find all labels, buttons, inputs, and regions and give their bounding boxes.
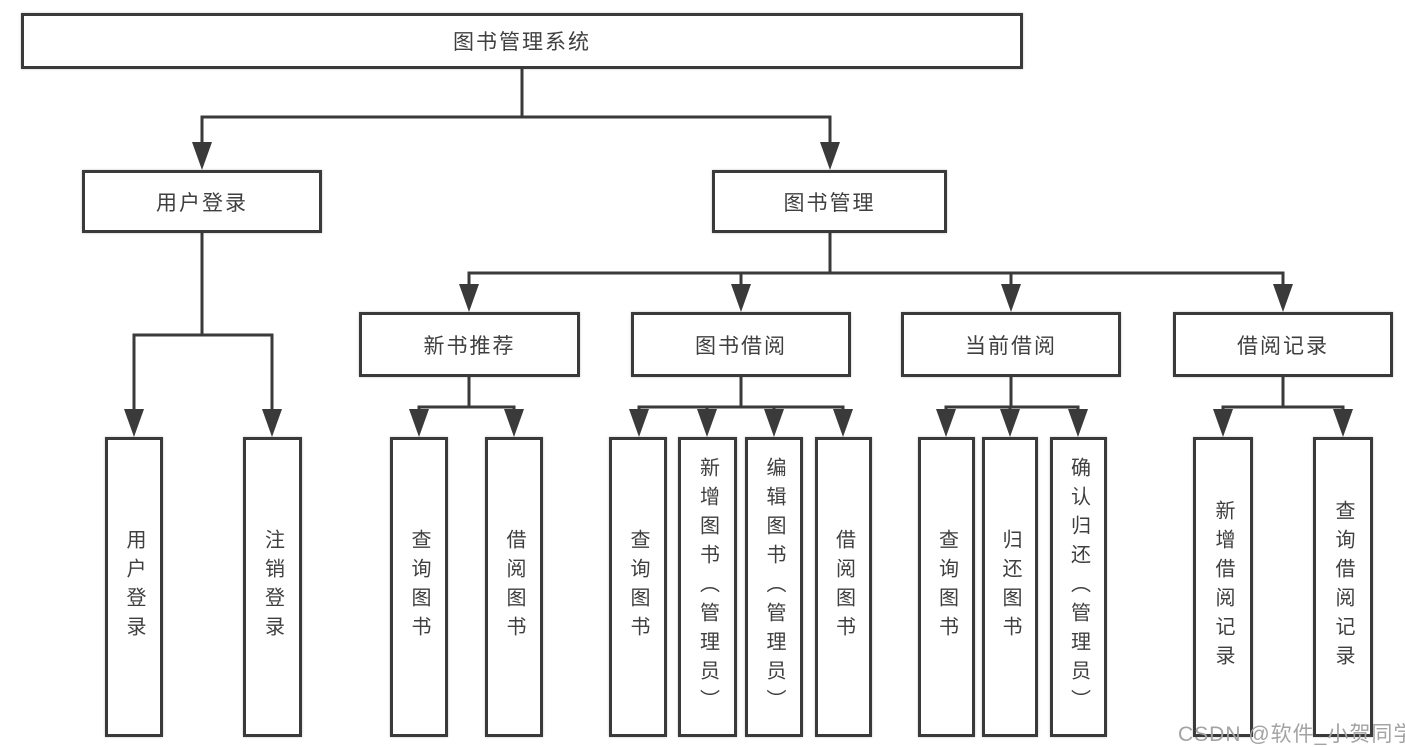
leaf-add-borrow-record-label: 新增借阅记录 — [1212, 500, 1234, 674]
leaf-borrow-books-recommend: 借阅图书 — [485, 437, 543, 737]
arrowhead-icons — [124, 142, 1353, 437]
node-book-management: 图书管理 — [712, 170, 947, 233]
leaf-query-books-current: 查询图书 — [918, 437, 975, 737]
leaf-query-borrow-record-label: 查询借阅记录 — [1332, 500, 1354, 674]
leaf-query-books-recommend: 查询图书 — [390, 437, 448, 737]
node-book-borrowing-label: 图书借阅 — [695, 334, 787, 358]
leaf-logout-login-label: 注销登录 — [261, 529, 284, 645]
leaf-query-books-recommend-label: 查询图书 — [408, 529, 430, 645]
node-current-borrowing: 当前借阅 — [901, 312, 1121, 377]
leaf-query-books-borrowing-label: 查询图书 — [627, 529, 649, 645]
leaf-query-borrow-record: 查询借阅记录 — [1313, 437, 1373, 737]
leaf-confirm-return-admin-label: 确认归还（管理员） — [1067, 456, 1090, 718]
leaf-add-books-admin: 新增图书（管理员） — [678, 437, 737, 737]
node-new-book-recommendation-label: 新书推荐 — [423, 334, 516, 358]
leaf-borrow-books-borrowing-label: 借阅图书 — [832, 529, 855, 645]
node-borrowing-records-label: 借阅记录 — [1237, 334, 1329, 358]
node-book-borrowing: 图书借阅 — [631, 312, 851, 377]
leaf-add-borrow-record: 新增借阅记录 — [1193, 437, 1253, 737]
leaf-return-books: 归还图书 — [982, 437, 1038, 737]
leaf-edit-books-admin-label: 编辑图书（管理员） — [763, 456, 785, 718]
leaf-user-login: 用户登录 — [105, 437, 163, 737]
node-new-book-recommendation: 新书推荐 — [359, 312, 580, 377]
node-current-borrowing-label: 当前借阅 — [965, 334, 1057, 358]
leaf-add-books-admin-label: 新增图书（管理员） — [696, 456, 719, 718]
node-user-login: 用户登录 — [82, 170, 322, 233]
leaf-borrow-books-borrowing: 借阅图书 — [815, 437, 872, 737]
leaf-logout-login: 注销登录 — [243, 437, 302, 737]
leaf-edit-books-admin: 编辑图书（管理员） — [745, 437, 803, 737]
node-root-system-label: 图书管理系统 — [453, 31, 591, 54]
watermark: CSDN @软件_小贺同学 — [1178, 723, 1405, 746]
leaf-query-books-current-label: 查询图书 — [935, 529, 958, 645]
node-user-login-label: 用户登录 — [156, 191, 248, 215]
leaf-query-books-borrowing: 查询图书 — [609, 437, 667, 737]
leaf-confirm-return-admin: 确认归还（管理员） — [1050, 437, 1107, 737]
node-book-management-label: 图书管理 — [783, 191, 876, 215]
leaf-user-login-label: 用户登录 — [123, 529, 145, 645]
leaf-return-books-label: 归还图书 — [999, 529, 1021, 645]
node-borrowing-records: 借阅记录 — [1173, 312, 1393, 377]
node-root-system: 图书管理系统 — [21, 13, 1023, 69]
leaf-borrow-books-recommend-label: 借阅图书 — [503, 529, 525, 645]
